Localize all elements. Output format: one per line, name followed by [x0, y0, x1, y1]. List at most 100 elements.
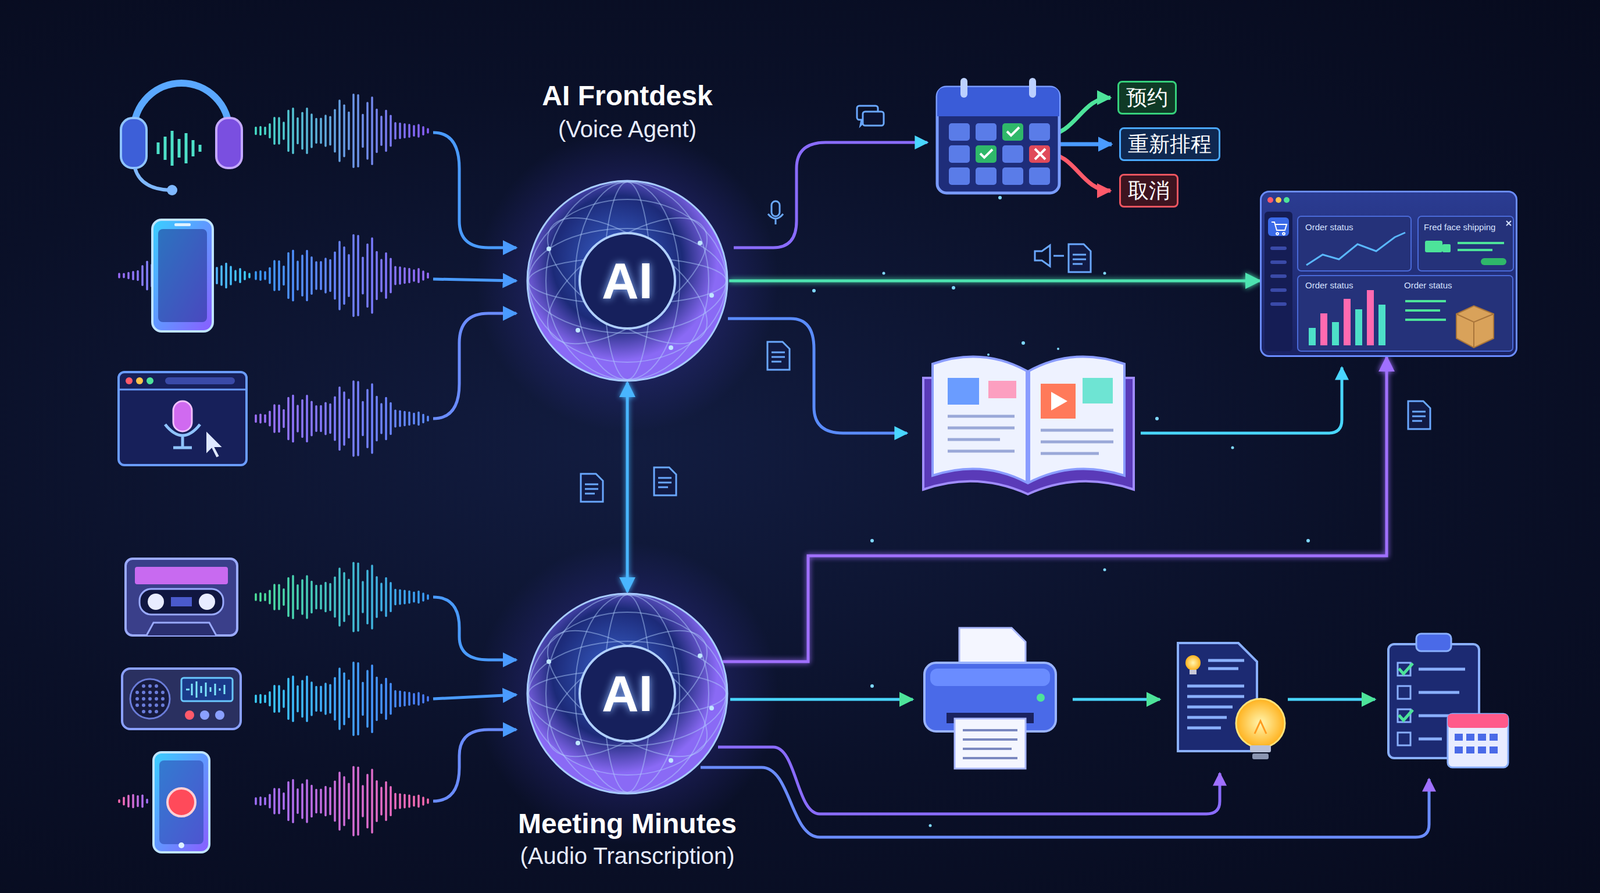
checklist-icon — [1466, 746, 1475, 754]
headset-icon — [120, 118, 147, 169]
waveform-stroke — [394, 266, 397, 285]
browser-icon — [118, 372, 247, 466]
waveform-stroke — [145, 261, 149, 290]
calendar-icon — [948, 123, 1050, 185]
recorder-icon — [181, 677, 233, 702]
waveform-stroke — [329, 404, 332, 434]
recorder-icon — [122, 668, 241, 730]
calendar-cell — [948, 123, 970, 141]
recorder-icon — [184, 710, 195, 720]
truck-icon — [1442, 244, 1451, 253]
bar — [1355, 309, 1363, 346]
waveform-stroke — [375, 781, 378, 822]
small-icons — [1034, 245, 1050, 267]
speaker-hole — [148, 709, 152, 714]
speaker-hole — [148, 684, 152, 688]
tag-label: 取消 — [1127, 177, 1170, 203]
waveform-stroke — [329, 788, 332, 815]
panel-title: Order status — [1305, 280, 1354, 291]
waveform-stroke — [366, 570, 369, 624]
waveform-stroke — [305, 676, 309, 721]
browser-icon — [173, 401, 192, 432]
waveform-stroke — [268, 124, 271, 138]
waveform-stroke — [273, 405, 276, 432]
waveform-stroke — [426, 273, 430, 278]
waveform-stroke — [296, 405, 299, 432]
waveform-stroke — [301, 255, 304, 296]
phone-icon — [152, 219, 213, 332]
waveform-stroke — [394, 410, 397, 427]
waveform-stroke — [127, 273, 130, 279]
sphere-mesh — [528, 612, 727, 775]
checklist-icon — [1397, 686, 1411, 699]
ai-sphere: AI Frontdesk(Voice Agent)AI — [525, 179, 730, 383]
speaker-hole — [154, 697, 159, 701]
waveform-stroke — [333, 397, 337, 440]
waveform-stroke — [422, 797, 425, 805]
waveform-stroke — [366, 670, 369, 727]
waveform-stroke — [118, 800, 121, 802]
idea-document-icon — [1236, 698, 1285, 748]
waveform-stroke — [347, 783, 350, 819]
waveform-stroke — [403, 590, 406, 603]
bar — [1308, 327, 1316, 346]
waveform-stroke — [361, 786, 364, 817]
waveform-stroke — [370, 769, 374, 833]
waveform-stroke — [145, 799, 149, 803]
waveform-stroke — [380, 259, 383, 292]
close-icon — [1506, 220, 1512, 226]
small-icons — [1231, 446, 1235, 450]
waveform-stroke — [277, 686, 281, 712]
waveform-stroke — [234, 270, 237, 281]
calendar-icon — [960, 77, 968, 98]
waveform-stroke — [426, 416, 430, 421]
book-icon — [932, 356, 1027, 484]
waveform-stroke — [333, 252, 337, 299]
sphere-mesh — [528, 641, 727, 746]
small-icons — [1408, 401, 1431, 430]
waveform-stroke — [268, 590, 271, 603]
waveform-stroke — [310, 401, 313, 436]
action-tag: 重新排程 — [1119, 127, 1221, 161]
small-icons — [1068, 244, 1091, 273]
small-icons — [870, 538, 874, 543]
input-connectors — [433, 597, 517, 660]
waveform-stroke — [243, 272, 246, 280]
waveform-stroke — [338, 772, 341, 830]
calendar-icon — [1029, 77, 1037, 98]
waveform-stroke — [356, 236, 360, 316]
waveform-stroke — [361, 682, 364, 715]
waveform-stroke — [422, 414, 425, 423]
waveform-stroke — [338, 668, 341, 730]
node-subtitle: (Voice Agent) — [558, 115, 697, 144]
waveform-stroke — [426, 595, 430, 599]
waveform-stroke — [122, 273, 125, 277]
waveform-stroke — [225, 263, 228, 288]
waveform-stroke — [268, 411, 271, 425]
checklist-icon — [1466, 733, 1475, 741]
waveform-stroke — [398, 794, 402, 809]
waveform-stroke — [394, 123, 397, 139]
browser-icon — [165, 377, 235, 385]
waveform-stroke — [319, 406, 323, 432]
waveform-stroke — [319, 686, 323, 712]
cassette-icon — [134, 566, 228, 585]
waveform-stroke — [136, 795, 139, 806]
cart-button — [1268, 217, 1289, 237]
sidebar-item — [1270, 274, 1287, 278]
waveform-stroke — [389, 258, 392, 292]
waveform-stroke — [141, 266, 144, 285]
small-icons — [870, 684, 874, 688]
checklist-icon — [1398, 663, 1413, 721]
waveform-stroke — [389, 115, 392, 146]
waveform-stroke — [287, 577, 290, 616]
bar — [1331, 322, 1339, 346]
checklist-icon — [1416, 633, 1452, 652]
waveform-stroke — [301, 112, 304, 149]
waveform-stroke — [310, 786, 313, 817]
speaker-hole — [154, 690, 159, 695]
speaker-hole — [148, 697, 152, 701]
output-connectors — [1072, 698, 1160, 702]
calendar-icon — [937, 77, 1060, 194]
waveform-stroke — [375, 677, 378, 721]
